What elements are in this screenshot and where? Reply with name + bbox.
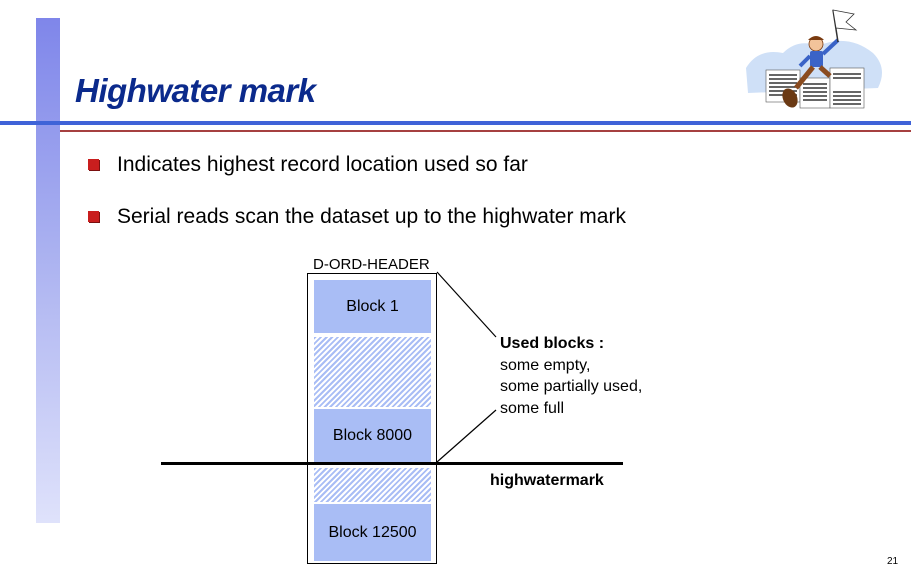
- page-number: 21: [887, 556, 899, 567]
- annotation-line: some partially used,: [500, 378, 643, 395]
- used-blocks-annotation: Used blocks : some empty, some partially…: [500, 333, 642, 419]
- slide-title: Highwater mark: [75, 72, 316, 109]
- clipart-illustration: [746, 9, 882, 109]
- dataset-block: Block 1: [314, 280, 431, 333]
- title-underline: [60, 130, 911, 132]
- dataset-container: [307, 273, 437, 564]
- bullet-square-icon: [88, 211, 99, 222]
- annotation-line: some full: [500, 399, 565, 417]
- dataset-block: Block 12500: [314, 504, 431, 561]
- bullet-square-icon: [88, 159, 99, 170]
- decorative-side-bar: [36, 18, 60, 523]
- annotation-line: some empty,: [500, 356, 591, 374]
- highwater-line: [161, 462, 623, 465]
- highwater-label: highwatermark: [490, 472, 604, 489]
- dataset-name-label: D-ORD-HEADER: [313, 256, 430, 273]
- dataset-block: Block 8000: [314, 409, 431, 462]
- annotation-heading: Used blocks :: [500, 335, 605, 352]
- title-rule: [0, 121, 911, 125]
- dataset-block-hatched: [314, 468, 431, 502]
- dataset-block-hatched: [314, 337, 431, 407]
